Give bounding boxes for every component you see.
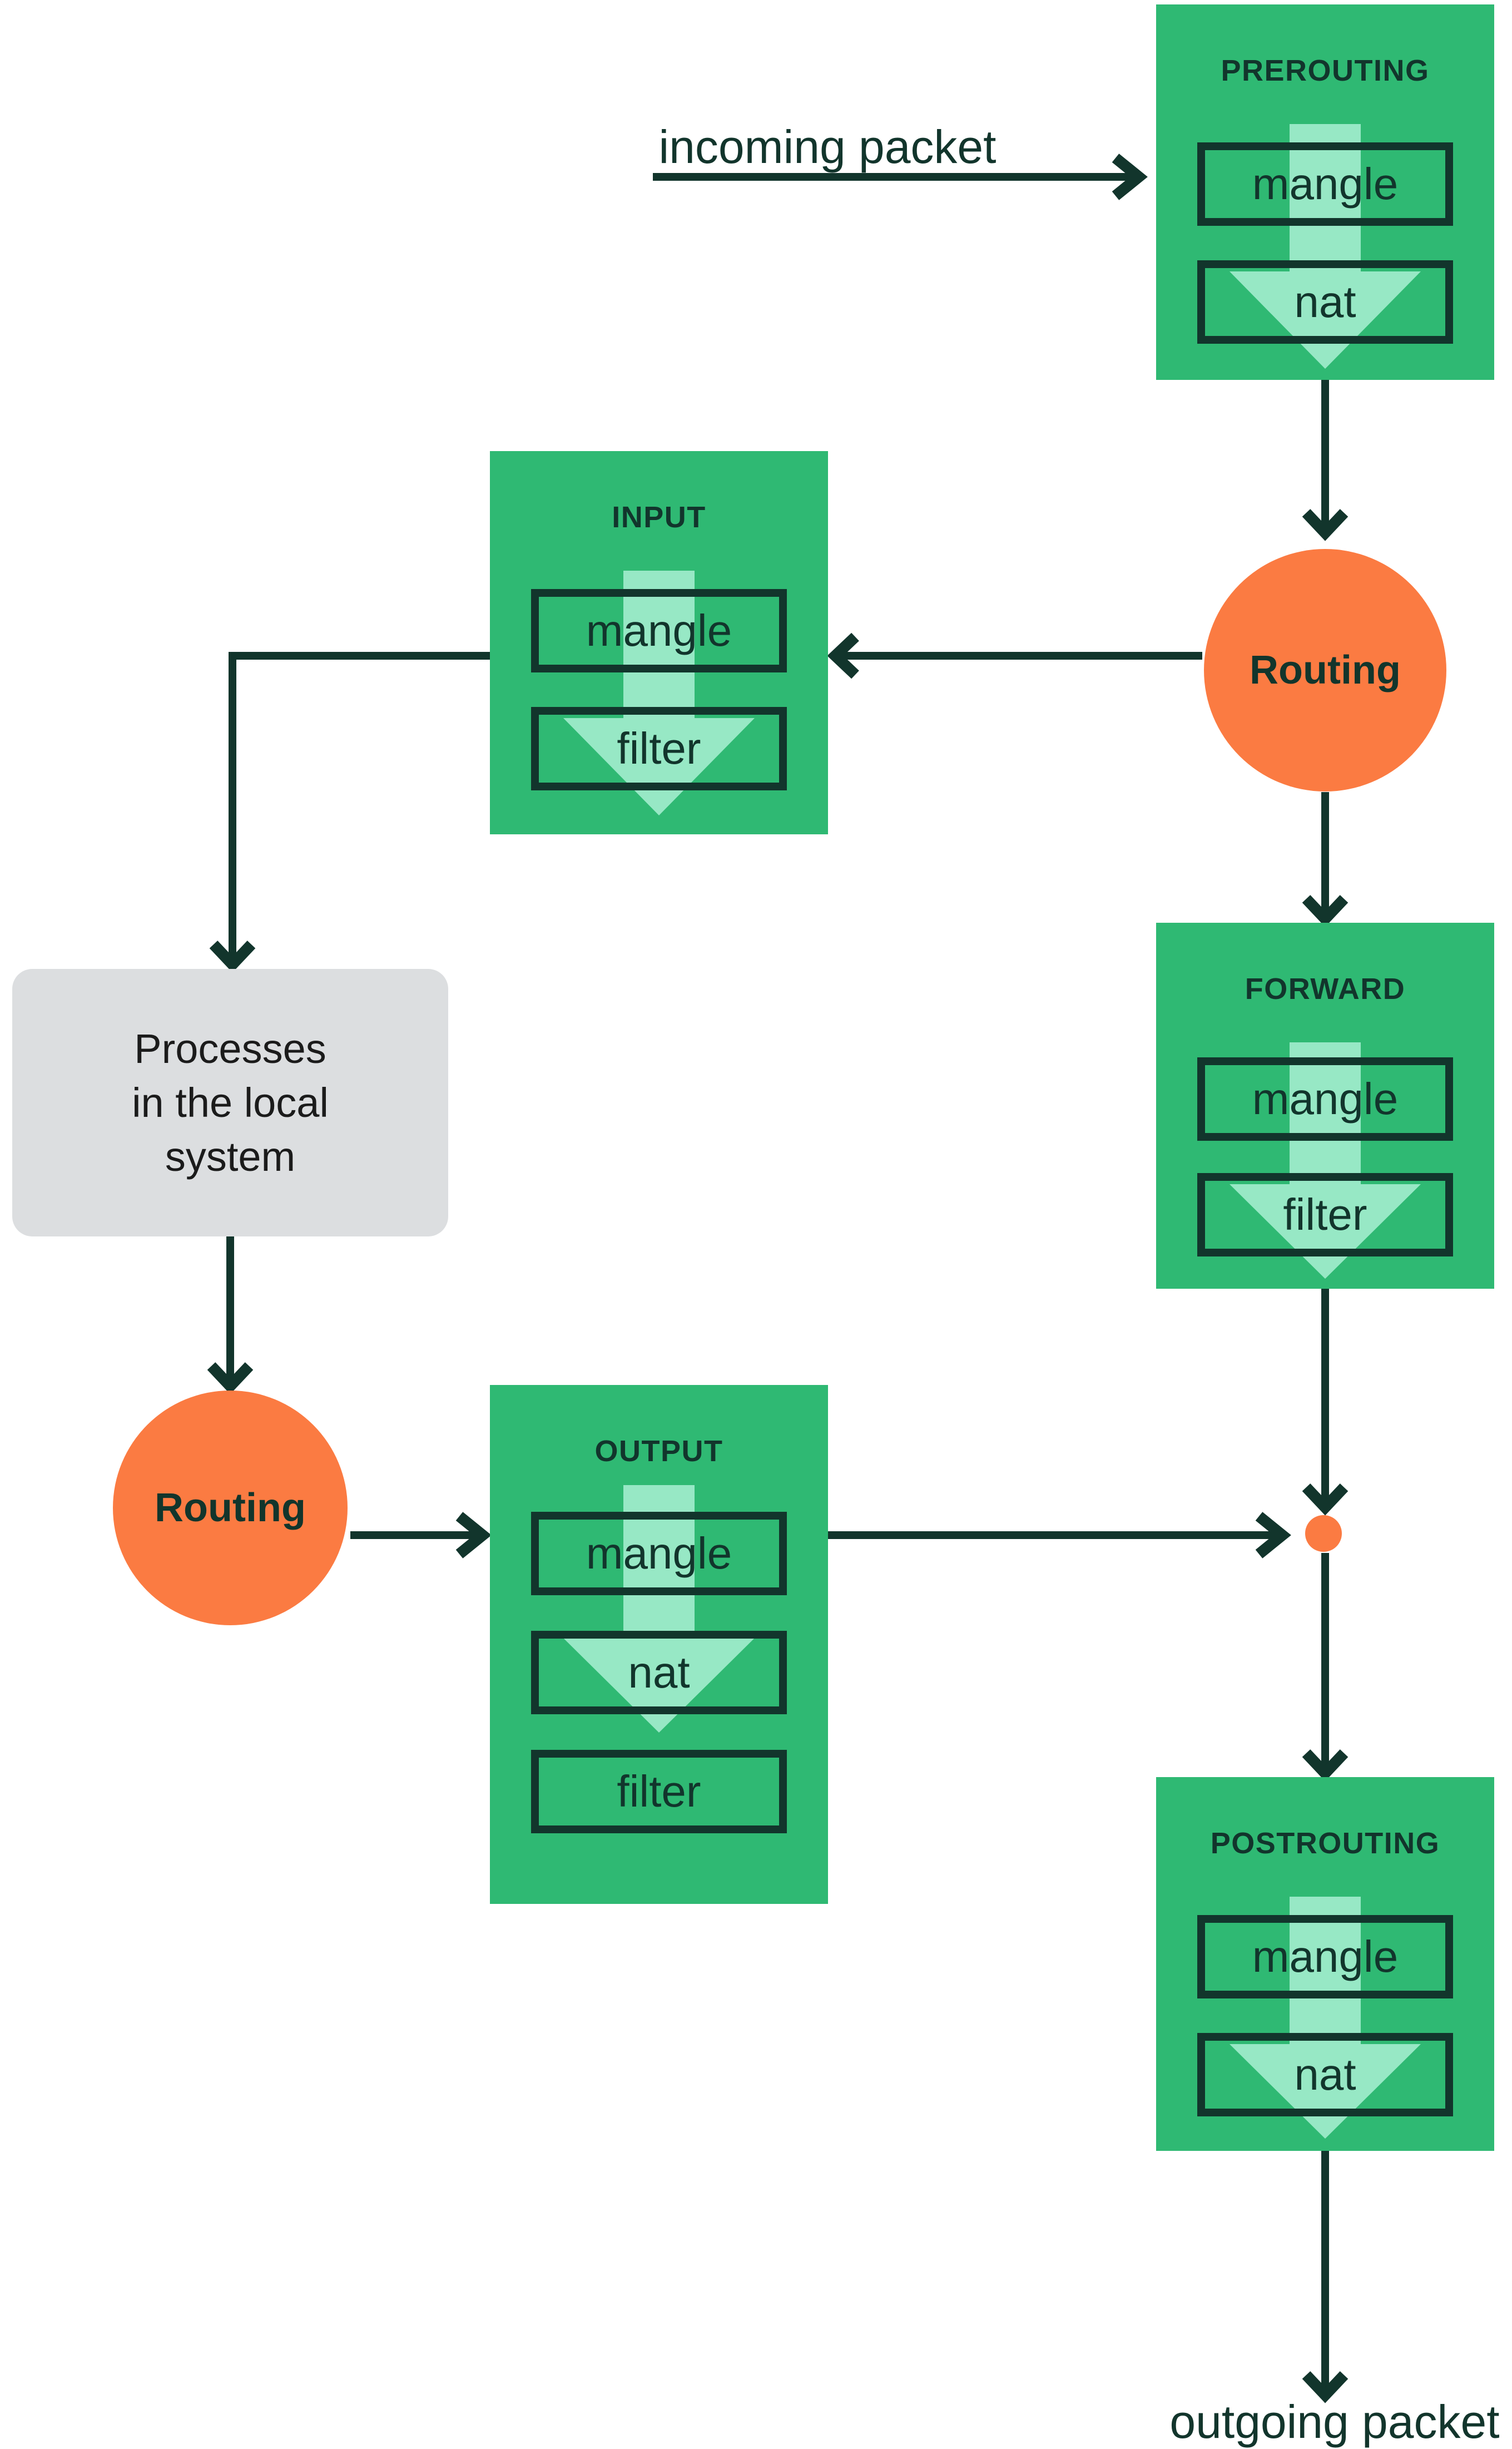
node-title: INPUT bbox=[612, 501, 706, 534]
chain-box-mangle: mangle bbox=[1197, 1915, 1453, 1998]
junction-dot bbox=[1305, 1515, 1342, 1552]
node-title: OUTPUT bbox=[594, 1434, 723, 1468]
chain-box-mangle: mangle bbox=[531, 589, 787, 672]
routing-label: Routing bbox=[1250, 648, 1401, 692]
routing-label: Routing bbox=[155, 1486, 306, 1530]
chain-box-mangle: mangle bbox=[1197, 142, 1453, 226]
chain-label: mangle bbox=[586, 606, 732, 655]
flow-down-arrow-icon bbox=[563, 571, 755, 815]
node-routing-bottom: Routing bbox=[113, 1391, 348, 1625]
processes-line: Processes bbox=[134, 1026, 326, 1072]
chain-label: mangle bbox=[1252, 159, 1399, 209]
node-title: PREROUTING bbox=[1221, 54, 1430, 87]
node-title: FORWARD bbox=[1245, 972, 1406, 1006]
arrowhead-down-icon bbox=[1302, 1749, 1349, 1782]
node-prerouting: PREROUTING mangle nat bbox=[1156, 4, 1494, 380]
incoming-packet-label: incoming packet bbox=[658, 121, 997, 173]
chain-box-mangle: mangle bbox=[1197, 1057, 1453, 1141]
chain-label: mangle bbox=[1252, 1074, 1399, 1124]
node-routing-top: Routing bbox=[1204, 549, 1446, 791]
arrowhead-right-icon bbox=[1112, 154, 1148, 200]
chain-label: mangle bbox=[586, 1528, 732, 1578]
flow-down-arrow-icon bbox=[563, 1485, 755, 1733]
chain-box-filter: filter bbox=[531, 707, 787, 790]
chain-label: mangle bbox=[1252, 1932, 1399, 1981]
outgoing-packet-label: outgoing packet bbox=[1169, 2396, 1500, 2448]
node-title: POSTROUTING bbox=[1210, 1827, 1440, 1860]
chain-box-filter: filter bbox=[1197, 1173, 1453, 1256]
chain-label: nat bbox=[1294, 2050, 1356, 2099]
chain-box-mangle: mangle bbox=[531, 1512, 787, 1595]
chain-box-filter: filter bbox=[531, 1750, 787, 1833]
arrowhead-down-icon bbox=[209, 941, 256, 973]
chain-label: nat bbox=[628, 1647, 690, 1697]
flow-down-arrow-icon bbox=[1230, 1897, 1421, 2139]
wire-input-processes bbox=[229, 652, 490, 959]
node-input: INPUT mangle filter bbox=[490, 451, 828, 834]
flow-down-arrow-icon bbox=[1230, 124, 1421, 369]
node-local-processes: Processes in the local system bbox=[12, 969, 448, 1236]
chain-box-nat: nat bbox=[1197, 260, 1453, 344]
arrowhead-right-icon bbox=[455, 1512, 492, 1559]
processes-line: in the local bbox=[132, 1080, 329, 1126]
arrowhead-down-icon bbox=[1302, 509, 1349, 541]
chain-label: filter bbox=[617, 724, 701, 773]
arrowhead-down-icon bbox=[1302, 1483, 1349, 1516]
node-output: OUTPUT mangle nat filter bbox=[490, 1385, 828, 1904]
arrowhead-down-icon bbox=[1302, 895, 1349, 927]
chain-label: filter bbox=[617, 1767, 701, 1816]
chain-box-nat: nat bbox=[1197, 2033, 1453, 2116]
chain-label: filter bbox=[1283, 1190, 1367, 1239]
node-postrouting: POSTROUTING mangle nat bbox=[1156, 1777, 1494, 2151]
arrowhead-down-icon bbox=[207, 1362, 254, 1394]
arrowhead-left-icon bbox=[827, 632, 859, 679]
processes-line: system bbox=[165, 1134, 296, 1180]
node-forward: FORWARD mangle filter bbox=[1156, 923, 1494, 1289]
arrowhead-right-icon bbox=[1255, 1512, 1291, 1559]
chain-box-nat: nat bbox=[531, 1631, 787, 1714]
chain-label: nat bbox=[1294, 277, 1356, 326]
flow-down-arrow-icon bbox=[1230, 1042, 1421, 1279]
arrowhead-down-icon bbox=[1302, 2371, 1349, 2403]
